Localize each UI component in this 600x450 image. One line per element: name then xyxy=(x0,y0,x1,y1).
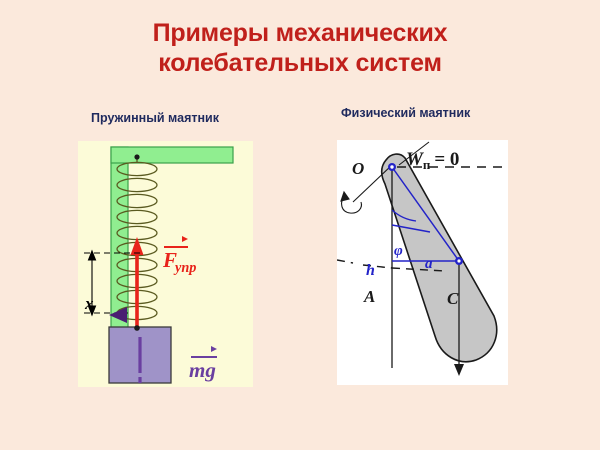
caption-spring-pendulum: Пружинный маятник xyxy=(91,111,219,125)
vector-arrow-icon-weight xyxy=(191,349,217,358)
label-angle-phi: φ xyxy=(394,243,403,259)
level-a-dashed-line xyxy=(337,259,446,272)
label-displacement: x xyxy=(85,294,94,313)
elastic-force-subscript: упр xyxy=(175,260,197,276)
construction-lines-icon xyxy=(391,166,460,262)
title-line-1: Примеры механических xyxy=(152,19,448,47)
title-line-2: колебательных систем xyxy=(158,49,442,77)
label-height-h: h xyxy=(366,262,375,279)
diagram-physical-pendulum xyxy=(337,140,508,385)
vector-arrow-icon xyxy=(164,239,188,248)
label-elastic-force: Fупр xyxy=(163,236,198,275)
pendulum-body-icon xyxy=(380,153,498,363)
gravity-line-icon xyxy=(454,261,464,376)
label-distance-a: a xyxy=(425,256,433,272)
zero-level-equation: = 0 xyxy=(434,149,460,170)
label-point-a: A xyxy=(364,287,376,306)
page-title: Примеры механических колебательных систе… xyxy=(0,18,600,78)
vector-arrow-head-icon-weight xyxy=(211,346,217,352)
center-of-mass-inner-icon xyxy=(457,259,461,263)
displacement-dimension-icon xyxy=(84,249,140,317)
spring-top-anchor-icon xyxy=(134,154,140,160)
zero-level-subscript: п xyxy=(422,157,431,172)
weight-symbol: mg xyxy=(189,358,216,382)
zero-level-leader-line xyxy=(398,141,430,166)
zero-level-symbol: W xyxy=(406,149,423,170)
label-zero-potential-energy: Wп= 0 xyxy=(406,149,460,172)
elastic-force-symbol: F xyxy=(163,248,178,272)
label-center-of-mass-c: C xyxy=(447,289,459,308)
vector-arrow-head-icon xyxy=(182,236,188,242)
rotation-axis-icon xyxy=(340,164,393,214)
caption-physical-pendulum: Физический маятник xyxy=(341,106,471,120)
label-pivot-o: O xyxy=(352,159,365,178)
label-weight: mg xyxy=(189,346,217,382)
angle-arc-icon xyxy=(391,209,417,222)
elastic-force-arrow-icon xyxy=(130,237,144,331)
physical-pendulum-svg xyxy=(337,141,505,376)
diagram-spring-pendulum xyxy=(78,141,253,387)
pivot-point-inner-icon xyxy=(390,165,394,169)
equilibrium-marker-icon xyxy=(109,307,127,323)
